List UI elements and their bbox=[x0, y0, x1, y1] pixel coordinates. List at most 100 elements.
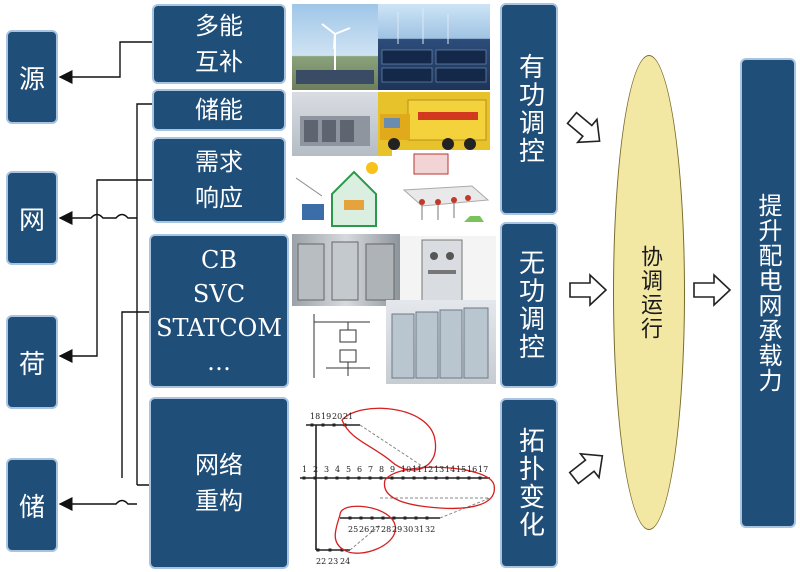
ev-charging-image bbox=[392, 150, 496, 236]
goal-arrow bbox=[693, 273, 732, 307]
multi-energy-line2: 互补 bbox=[195, 48, 243, 76]
load-label: 荷 bbox=[18, 349, 45, 380]
active-power-label: 有功调控 bbox=[514, 53, 545, 165]
node-label-24: 24 bbox=[340, 557, 350, 566]
active-power-arrow bbox=[566, 111, 601, 144]
battery-storage-image bbox=[292, 92, 378, 156]
node-16 bbox=[467, 476, 471, 480]
multi-energy-line1: 多能 bbox=[195, 12, 243, 40]
node-28 bbox=[381, 516, 385, 520]
storage-side-box: 储 bbox=[6, 458, 58, 552]
topology-change-box: 拓扑变化 bbox=[500, 398, 558, 568]
voltage-regulator-image bbox=[400, 236, 496, 306]
topology-arrow bbox=[568, 452, 604, 485]
reconfiguration-line2: 重构 bbox=[195, 487, 243, 515]
node-label-5: 5 bbox=[346, 465, 351, 474]
topology-change-label: 拓扑变化 bbox=[514, 427, 545, 539]
node-label-30: 30 bbox=[403, 525, 413, 534]
demand-response-line2: 响应 bbox=[195, 184, 243, 212]
node-label-11: 11 bbox=[412, 465, 422, 474]
smart-home-image bbox=[292, 156, 392, 232]
node-label-20: 20 bbox=[332, 412, 342, 421]
node-label-13: 13 bbox=[434, 465, 444, 474]
node-27 bbox=[370, 516, 374, 520]
reactive-power-arrow bbox=[569, 273, 608, 307]
node-10 bbox=[401, 476, 405, 480]
node-7 bbox=[368, 476, 372, 480]
network-nodes bbox=[302, 423, 482, 552]
reactive-devices-box: CB SVC STATCOM … bbox=[149, 234, 289, 388]
node-2 bbox=[313, 476, 317, 480]
node-label-3: 3 bbox=[324, 465, 329, 474]
node-17 bbox=[478, 476, 482, 480]
node-label-9: 9 bbox=[390, 465, 395, 474]
node-label-15: 15 bbox=[456, 465, 466, 474]
device-cb-label: CB bbox=[201, 246, 237, 274]
node-label-28: 28 bbox=[381, 525, 391, 534]
reconfiguration-line1: 网络 bbox=[195, 451, 243, 479]
node-23 bbox=[328, 548, 332, 552]
node-18 bbox=[310, 423, 314, 427]
reactive-power-label: 无功调控 bbox=[514, 249, 545, 361]
to-grid-line bbox=[58, 211, 137, 225]
node-label-31: 31 bbox=[414, 525, 424, 534]
node-25 bbox=[348, 516, 352, 520]
node-label-25: 25 bbox=[348, 525, 358, 534]
node-label-12: 12 bbox=[423, 465, 433, 474]
network-reconfiguration-box: 网络 重构 bbox=[149, 397, 289, 569]
node-label-32: 32 bbox=[425, 525, 435, 534]
demand-response-line1: 需求 bbox=[195, 148, 243, 176]
coordinated-operation-label: 协调运行 bbox=[637, 244, 662, 341]
device-ellipsis-label: … bbox=[207, 348, 231, 376]
node-11 bbox=[412, 476, 416, 480]
grid-label: 网 bbox=[18, 205, 45, 236]
loop-2 bbox=[383, 466, 495, 510]
reconfiguration-loops bbox=[334, 407, 495, 554]
node-4 bbox=[335, 476, 339, 480]
node-1 bbox=[302, 476, 306, 480]
node-label-7: 7 bbox=[368, 465, 373, 474]
node-label-6: 6 bbox=[357, 465, 362, 474]
wind-turbine-image bbox=[292, 4, 378, 90]
node-31 bbox=[414, 516, 418, 520]
loop-1 bbox=[341, 407, 437, 471]
node-label-29: 29 bbox=[392, 525, 402, 534]
grid-box: 网 bbox=[6, 171, 58, 265]
demand-to-load-line bbox=[58, 179, 155, 363]
goal-label: 提升配电网承载力 bbox=[754, 193, 782, 393]
node-8 bbox=[379, 476, 383, 480]
node-label-23: 23 bbox=[328, 557, 338, 566]
node-14 bbox=[445, 476, 449, 480]
node-13 bbox=[434, 476, 438, 480]
coordinated-operation-ellipse: 协调运行 bbox=[613, 55, 685, 530]
multi-energy-to-source-line bbox=[58, 41, 155, 84]
energy-storage-label: 储能 bbox=[195, 96, 243, 124]
node-label-27: 27 bbox=[370, 525, 380, 534]
node-label-17: 17 bbox=[478, 465, 488, 474]
node-label-4: 4 bbox=[335, 465, 340, 474]
node-label-21: 21 bbox=[343, 412, 353, 421]
node-label-14: 14 bbox=[445, 465, 455, 474]
node-label-26: 26 bbox=[359, 525, 369, 534]
loop-3 bbox=[334, 505, 396, 554]
energy-storage-box: 储能 bbox=[152, 89, 286, 131]
solar-farm-image bbox=[378, 4, 490, 90]
switchgear-room-image bbox=[292, 234, 400, 306]
node-label-18: 18 bbox=[310, 412, 320, 421]
node-label-1: 1 bbox=[302, 465, 307, 474]
node-label-22: 22 bbox=[316, 557, 326, 566]
node-5 bbox=[346, 476, 350, 480]
node-22 bbox=[316, 548, 320, 552]
node-12 bbox=[423, 476, 427, 480]
node-6 bbox=[357, 476, 361, 480]
devices-bus-line bbox=[121, 311, 155, 478]
to-storage-line bbox=[58, 497, 137, 511]
node-29 bbox=[392, 516, 396, 520]
node-9 bbox=[390, 476, 394, 480]
node-20 bbox=[332, 423, 336, 427]
node-label-19: 19 bbox=[321, 412, 331, 421]
node-15 bbox=[456, 476, 460, 480]
node-label-16: 16 bbox=[467, 465, 477, 474]
